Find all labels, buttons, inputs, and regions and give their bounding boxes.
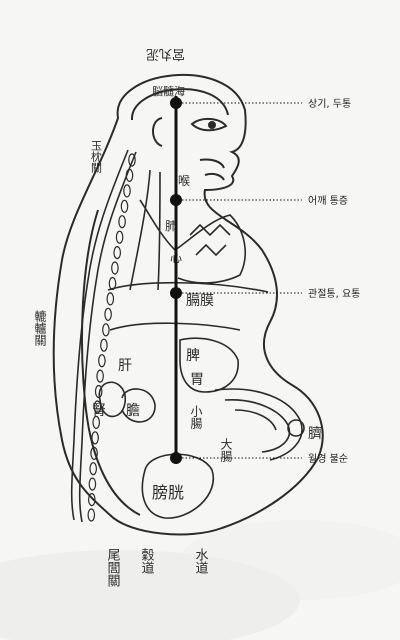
spine-link xyxy=(125,168,134,182)
annotation-point-4: 월경 불순 xyxy=(170,452,348,465)
kidney-label: 腎 xyxy=(92,403,106,419)
head-label: 脳髓海 xyxy=(152,84,185,98)
spine-link xyxy=(104,307,112,321)
spine-link xyxy=(98,354,106,368)
spine-link xyxy=(89,462,98,476)
spleen-label: 脾 xyxy=(186,348,200,364)
spine-link xyxy=(115,230,124,244)
spine-link xyxy=(128,153,136,167)
large-intestine-label: 大腸 xyxy=(219,438,233,463)
small-intestine-label: 小腸 xyxy=(189,405,203,430)
spine-link xyxy=(94,384,103,399)
spine-link xyxy=(91,431,99,445)
annotation-point-1: 상기, 두통 xyxy=(170,97,351,110)
spine-link xyxy=(96,369,104,383)
spine-chain xyxy=(70,149,137,523)
title-label: 宮丸泥 xyxy=(146,46,185,62)
spine-link xyxy=(88,493,96,507)
annotation-label-1: 상기, 두통 xyxy=(308,98,351,110)
annotation-label-4: 월경 불순 xyxy=(308,452,348,465)
stomach-label: 胃 xyxy=(190,372,204,388)
throat-label: 喉 xyxy=(178,174,190,188)
spine-link xyxy=(111,261,119,275)
spine-link xyxy=(123,184,131,198)
spine-link xyxy=(120,199,129,213)
spine-link xyxy=(102,323,110,337)
bladder-label: 膀胱 xyxy=(152,483,184,502)
diaphragm-label: 膈膜 xyxy=(186,293,214,309)
gall-label: 膽 xyxy=(126,402,140,419)
left-gate-upper-label: 玉枕關 xyxy=(90,140,103,174)
spine-link xyxy=(113,246,122,260)
annotation-label-2: 어깨 통증 xyxy=(308,195,348,207)
lung-label: 肺 xyxy=(165,219,177,233)
spine-link xyxy=(118,215,126,229)
spine-link xyxy=(100,338,108,352)
bottom-label-tailbone: 尾閭關 xyxy=(105,548,121,587)
spine-link xyxy=(92,415,101,429)
annotation-point-3: 관절통, 요통 xyxy=(170,287,360,300)
navel-label: 臍 xyxy=(308,426,322,442)
figure-labels: 宮丸泥 脳髓海 玉枕關 轆轤關 喉 肺 心 膈膜 脾 胃 肝 腎 膽 小腸 大腸… xyxy=(33,46,322,587)
spine-link xyxy=(106,292,115,306)
annotation-label-3: 관절통, 요통 xyxy=(308,287,360,300)
spine-link xyxy=(87,508,96,522)
organs xyxy=(98,169,305,519)
spine-link xyxy=(88,477,97,491)
bottom-label-water-path: 水道 xyxy=(193,548,209,574)
liver-label: 肝 xyxy=(118,358,132,374)
spine-link xyxy=(90,446,98,460)
annotation-point-2: 어깨 통증 xyxy=(170,194,348,207)
bottom-label-grain-path: 穀道 xyxy=(139,548,155,574)
left-gate-lower-label: 轆轤關 xyxy=(33,310,47,346)
